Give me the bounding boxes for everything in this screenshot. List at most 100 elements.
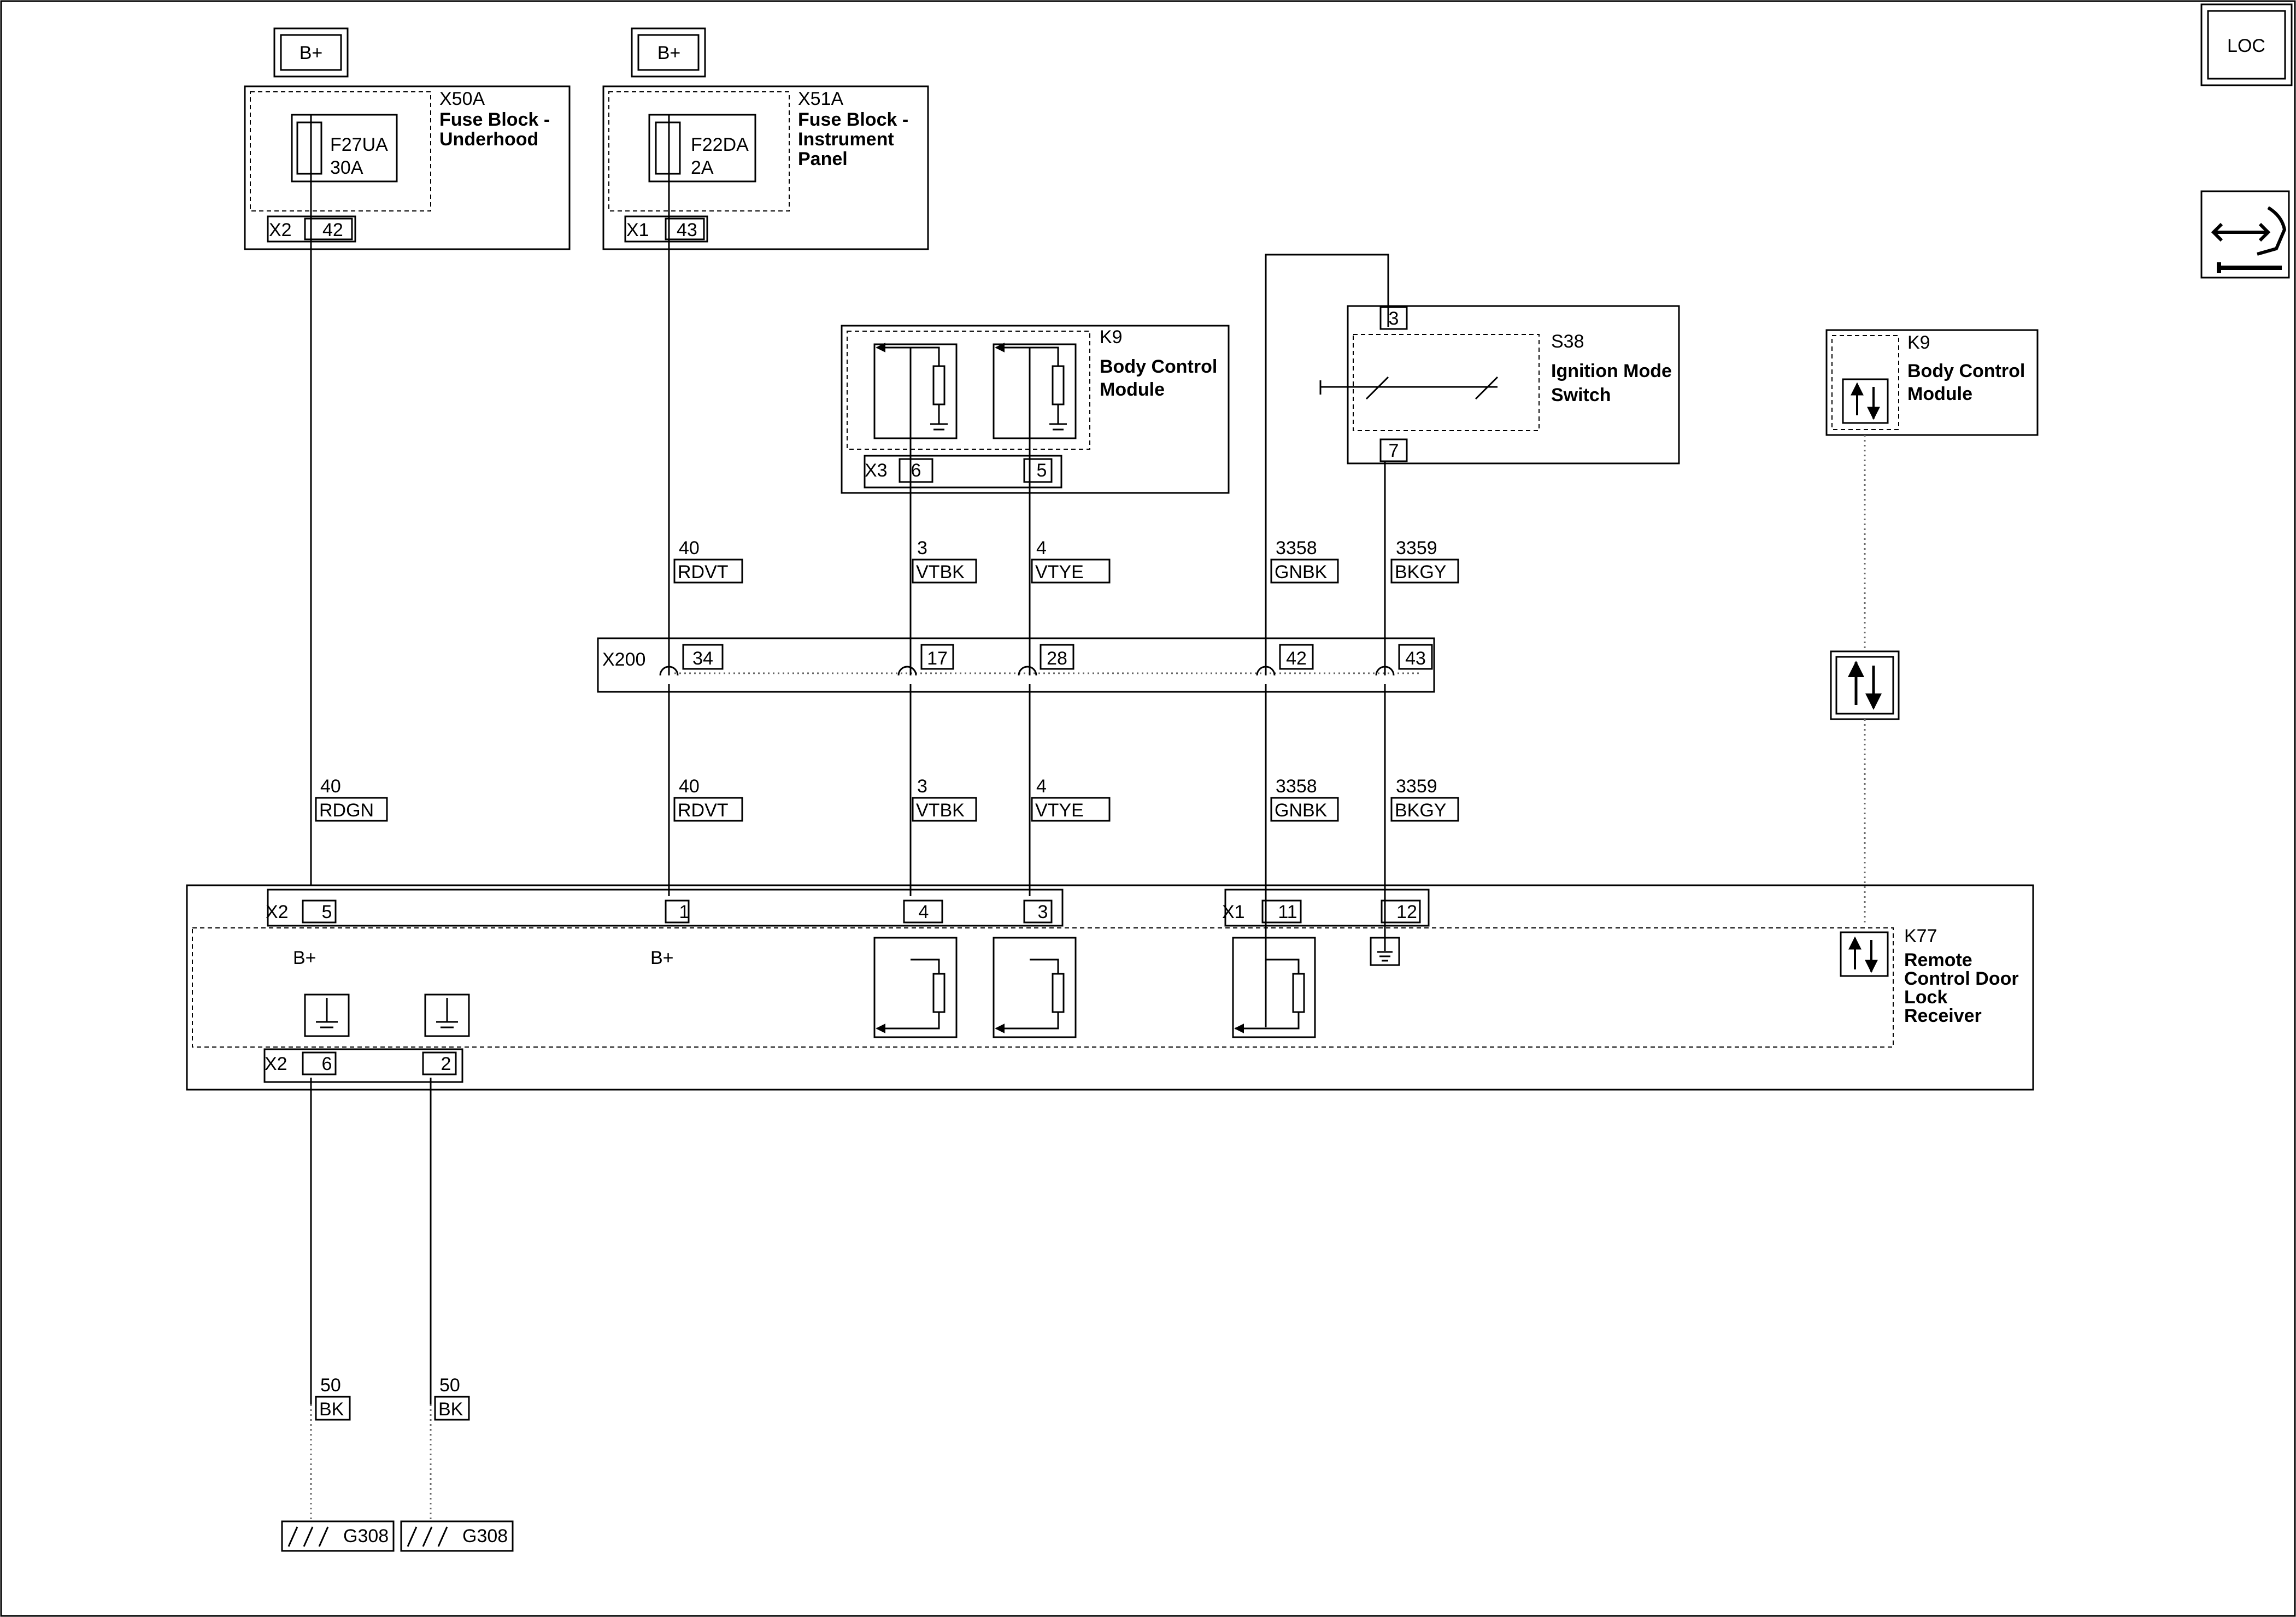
inline-connector-x200: X200 34 17 28 42 43 (597, 637, 1435, 693)
connector-pin: 43 (677, 220, 697, 240)
wire-color: VTBK (916, 800, 965, 821)
wire-lines (310, 115, 1866, 1519)
module-id: K77 (1904, 926, 1937, 946)
wire-color: BK (438, 1399, 463, 1420)
connector-pin: 2 (441, 1054, 451, 1074)
wire-color: VTBK (916, 562, 965, 583)
fuse-block-name: Underhood (439, 129, 538, 150)
ground-wire-labels: 50 BK 50 BK (315, 1375, 470, 1421)
module-name: Lock (1904, 987, 1947, 1008)
wire-color: VTYE (1035, 562, 1084, 583)
body-control-module-right: K9 Body Control Module (1825, 329, 2039, 436)
module-name: Receiver (1904, 1006, 1982, 1026)
wire-circuit: 3358 (1276, 776, 1317, 797)
ignition-mode-switch: 3 7 S38 Ignition Mode Switch (1319, 305, 1680, 464)
loc-badge[interactable]: LOC (2200, 3, 2293, 86)
connector-pin: 28 (1047, 648, 1067, 669)
fuse-block-name: Instrument (798, 129, 894, 150)
wire-circuit: 3359 (1396, 538, 1437, 558)
wire-color: BK (319, 1399, 344, 1420)
wire-color: VTYE (1035, 800, 1084, 821)
connector-pin: 5 (1037, 460, 1047, 481)
ground-g308-left: G308 (281, 1520, 395, 1552)
wire-circuit: 4 (1036, 538, 1047, 558)
bplus-badge-x50a: B+ (273, 27, 349, 78)
wire-color: BKGY (1395, 800, 1446, 821)
wire-circuit: 40 (320, 776, 341, 797)
fuse-block-name: Fuse Block - (439, 109, 550, 130)
wire-labels-lower: 40 RDGN 40 RDVT 3 VTBK 4 VTYE 3358 GNBK … (315, 776, 1459, 822)
connector-pin: 4 (919, 902, 929, 922)
wire-circuit: 50 (320, 1375, 341, 1396)
connector-id: X2 (269, 220, 292, 240)
wire-circuit: 50 (439, 1375, 460, 1396)
switch-pin: 7 (1389, 440, 1399, 461)
switch-name: Switch (1551, 385, 1611, 405)
module-id: K9 (1100, 327, 1123, 348)
fuse-block-id: X51A (798, 89, 843, 109)
body-control-module: K9 Body Control Module X3 6 5 (841, 325, 1230, 494)
bplus-label: B+ (657, 43, 681, 63)
wire-circuit: 40 (679, 776, 700, 797)
switch-id: S38 (1551, 331, 1584, 352)
connector-pin: 1 (679, 902, 690, 922)
module-name: Body Control (1100, 356, 1217, 377)
switch-name: Ignition Mode (1551, 361, 1672, 381)
wire-color: RDVT (678, 562, 729, 583)
module-name: Remote (1904, 950, 1972, 971)
wire-color: RDGN (319, 800, 374, 821)
bplus-label: B+ (650, 948, 674, 968)
connector-pin: 34 (692, 648, 713, 669)
connector-pin: 5 (322, 902, 332, 922)
ground-id: G308 (462, 1526, 508, 1547)
fuse-block-underhood: F27UA 30A X50A Fuse Block - Underhood X2… (244, 85, 571, 250)
module-name: Body Control (1907, 361, 2025, 381)
connector-pin: 17 (927, 648, 948, 669)
module-name: Control Door (1904, 968, 2019, 989)
wire-color: RDVT (678, 800, 729, 821)
connector-id: X2 (265, 1054, 287, 1074)
wire-labels-upper: 40 RDVT 3 VTBK 4 VTYE 3358 GNBK 3359 BKG… (673, 538, 1459, 584)
ground-g308-right: G308 (400, 1520, 514, 1552)
fuse-rating: 2A (691, 157, 714, 178)
connector-pin: 6 (322, 1054, 332, 1074)
connector-id: X1 (1222, 902, 1245, 922)
fuse-id: F22DA (691, 134, 749, 155)
fuse-block-name: Panel (798, 149, 848, 169)
serial-data-icon (1830, 650, 1900, 720)
connector-pin: 42 (322, 220, 343, 240)
wire-circuit: 4 (1036, 776, 1047, 797)
connector-id: X200 (602, 649, 645, 670)
module-name: Module (1100, 379, 1165, 400)
switch-pin: 3 (1389, 308, 1399, 329)
wire-circuit: 3359 (1396, 776, 1437, 797)
service-tool-icon[interactable] (2200, 190, 2290, 279)
wire-circuit: 3358 (1276, 538, 1317, 558)
wire-circuit: 3 (917, 538, 927, 558)
bplus-label: B+ (293, 948, 316, 968)
connector-id: X2 (266, 902, 289, 922)
wire-color: BKGY (1395, 562, 1446, 583)
module-name: Module (1907, 384, 1972, 404)
ground-id: G308 (343, 1526, 389, 1547)
fuse-block-name: Fuse Block - (798, 109, 908, 130)
connector-pin: 11 (1278, 902, 1297, 922)
connector-pin: 42 (1286, 648, 1307, 669)
fuse-block-instrument-panel: F22DA 2A X51A Fuse Block - Instrument Pa… (602, 85, 929, 250)
bplus-badge-x51a: B+ (631, 27, 706, 78)
bplus-label: B+ (300, 43, 323, 63)
fuse-block-id: X50A (439, 89, 485, 109)
wire-color: GNBK (1275, 562, 1328, 583)
remote-door-lock-receiver: X2 5 1 4 3 X1 11 12 B+ B+ (186, 884, 2034, 1091)
wire-circuit: 40 (679, 538, 700, 558)
connector-id: X1 (626, 220, 649, 240)
fuse-id: F27UA (330, 134, 388, 155)
module-id: K9 (1907, 332, 1930, 353)
connector-pin: 6 (911, 460, 921, 481)
wire-color: GNBK (1275, 800, 1328, 821)
fuse-rating: 30A (330, 157, 363, 178)
loc-badge-label: LOC (2227, 36, 2265, 56)
wire-circuit: 3 (917, 776, 927, 797)
